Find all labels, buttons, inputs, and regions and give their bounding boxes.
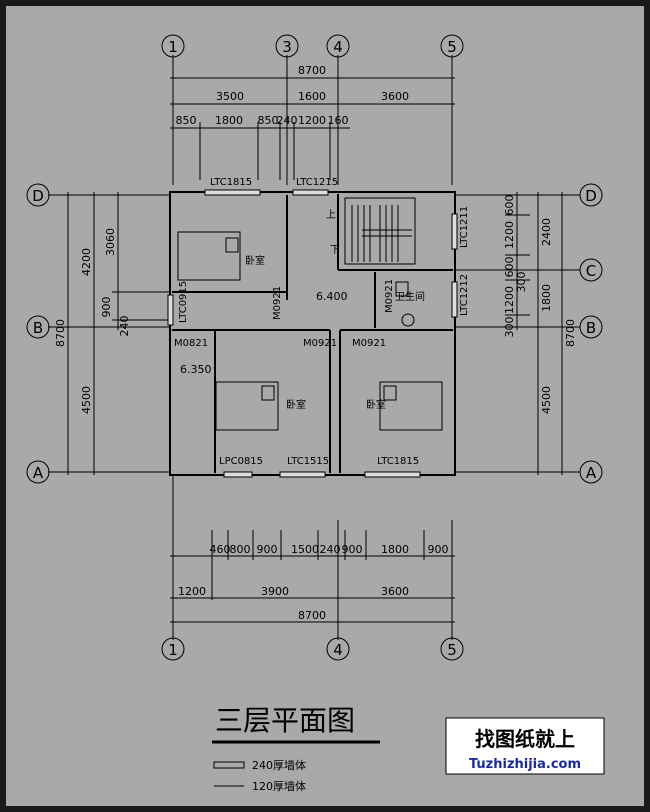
axis-bottom-1: 1 (168, 641, 178, 659)
furniture (177, 231, 443, 431)
dim-top-mid: 1600 (298, 90, 326, 103)
dim-right-mid: 4500 (540, 386, 553, 414)
dim-top-detail: 1200 (298, 114, 326, 127)
axis-top-4: 4 (333, 38, 343, 56)
axis-right-c: C (586, 262, 596, 280)
window-label: LTC1815 (377, 456, 419, 467)
watermark-line1: 找图纸就上 (475, 727, 575, 751)
dim-left-inner: 240 (118, 316, 131, 337)
axis-left-a: A (33, 464, 44, 482)
room-bedroom: 卧室 (286, 398, 306, 411)
dim-top-detail: 160 (328, 114, 349, 127)
axis-right-d: D (585, 187, 597, 205)
axis-left-b: B (33, 319, 43, 337)
dim-top-total: 8700 (298, 64, 326, 77)
axis-labels: 1 3 4 5 1 4 5 D B A D C B A (32, 38, 597, 659)
door-label: M0921 (352, 338, 386, 349)
dim-top-detail: 240 (277, 114, 298, 127)
dim-left-mid: 4200 (80, 248, 93, 276)
axis-top-1: 1 (168, 38, 178, 56)
door-label: M0821 (174, 338, 208, 349)
dim-bottom-detail: 240 (320, 543, 341, 556)
elevation-balcony: 6.350 (180, 363, 212, 376)
axis-right-b: B (586, 319, 596, 337)
watermark-line2: Tuzhizhijia.com (469, 757, 581, 772)
dim-top-detail: 850 (258, 114, 279, 127)
window-label: LTC1211 (459, 206, 470, 248)
axis-left-d: D (32, 187, 44, 205)
dim-right-mid: 1800 (540, 284, 553, 312)
stair-up: 上 (326, 209, 336, 221)
dim-bottom-detail: 900 (428, 543, 449, 556)
dim-right-outer: 8700 (564, 319, 577, 347)
dim-bottom-detail: 1500 (291, 543, 319, 556)
window-label: LTC1215 (296, 177, 338, 188)
door-label: M0921 (272, 286, 283, 320)
dim-bottom-detail: 900 (342, 543, 363, 556)
dimensions: 8700 3500 1600 3600 850 1800 850 240 120… (176, 64, 449, 622)
drawing-title: 三层平面图 (215, 704, 355, 737)
dim-left-inner: 900 (100, 297, 113, 318)
room-labels: 卧室 卧室 卧室 卫生间 上 下 6.400 6.350 LTC1815 LTC… (174, 177, 470, 467)
axis-top-5: 5 (447, 38, 457, 56)
dim-left-mid: 4500 (80, 386, 93, 414)
door-label: M0921 (384, 279, 395, 313)
legend-label: 240厚墙体 (252, 758, 306, 772)
dim-right-inner: 1200 (503, 221, 516, 249)
dim-bottom-detail: 460 (210, 543, 231, 556)
walls (169, 191, 456, 476)
window-label: LTC1212 (459, 274, 470, 316)
dim-bottom-total: 8700 (298, 609, 326, 622)
room-bathroom: 卫生间 (395, 290, 425, 303)
dim-right-inner: 300 (503, 317, 516, 338)
dim-right-inner: 600 (503, 195, 516, 216)
dim-top-mid: 3500 (216, 90, 244, 103)
dim-right-mid: 2400 (540, 218, 553, 246)
windows-group (167, 189, 458, 478)
dim-bottom-mid: 1200 (178, 585, 206, 598)
window-label: LTC1815 (210, 177, 252, 188)
staircase (344, 197, 416, 265)
dim-top-detail: 1800 (215, 114, 243, 127)
window-label: LPC0815 (219, 456, 263, 467)
axis-bottom-4: 4 (333, 641, 343, 659)
dim-right-inner: 1200 (503, 286, 516, 314)
axis-right-a: A (586, 464, 597, 482)
dim-left-inner: 3060 (104, 228, 117, 256)
dim-top-mid: 3600 (381, 90, 409, 103)
dim-left-outer: 8700 (54, 319, 67, 347)
axis-top-3: 3 (282, 38, 292, 56)
elevation-main: 6.400 (316, 290, 348, 303)
room-bedroom: 卧室 (245, 254, 265, 267)
dimensions-vertical: 8700 4200 4500 3060 900 240 8700 2400 18… (54, 195, 577, 415)
legend: 240厚墙体 120厚墙体 (213, 758, 306, 793)
watermark-logo: 找图纸就上 Tuzhizhijia.com (445, 717, 605, 775)
dim-bottom-detail: 1800 (381, 543, 409, 556)
dim-bottom-mid: 3900 (261, 585, 289, 598)
window-label: LTC0915 (178, 281, 189, 323)
room-bedroom: 卧室 (366, 398, 386, 411)
door-label: M0921 (303, 338, 337, 349)
dim-top-detail: 850 (176, 114, 197, 127)
legend-label: 120厚墙体 (252, 779, 306, 793)
dim-bottom-detail: 900 (257, 543, 278, 556)
window-label: LTC1515 (287, 456, 329, 467)
dim-bottom-mid: 3600 (381, 585, 409, 598)
dim-right-inner: 300 (515, 272, 528, 293)
axis-bottom-5: 5 (447, 641, 457, 659)
dim-right-inner: 600 (503, 257, 516, 278)
dim-bottom-detail: 800 (230, 543, 251, 556)
stair-down: 下 (330, 245, 340, 256)
